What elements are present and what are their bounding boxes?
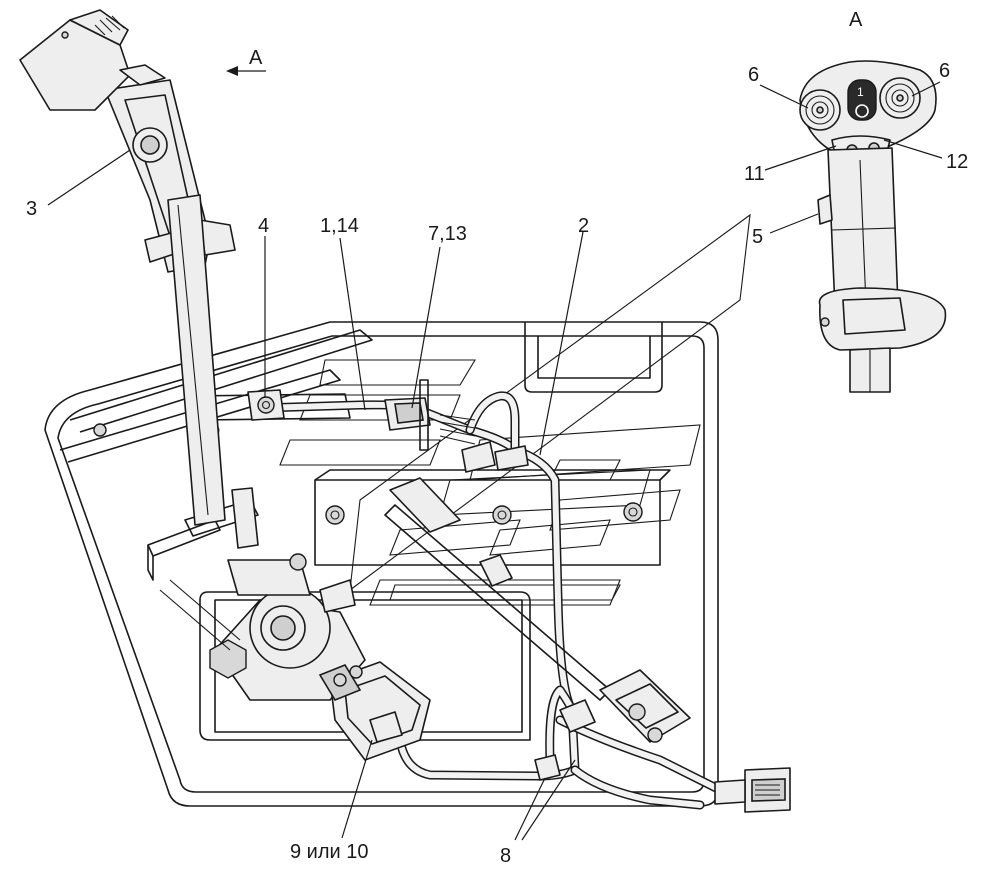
- end-plug: [714, 767, 791, 813]
- lever-bracket: [147, 499, 259, 651]
- distribution-block: [534, 669, 691, 781]
- callout-6-left: 6: [748, 64, 759, 86]
- callout-5: 5: [752, 226, 763, 248]
- cross-rod: [384, 477, 611, 701]
- callout-8: 8: [500, 845, 511, 867]
- view-arrow-label: A: [249, 47, 263, 69]
- leader-lines: [47, 81, 943, 841]
- base-plate: [44, 321, 719, 807]
- view-a-title: A: [849, 9, 863, 31]
- view-a-joystick: [799, 60, 947, 393]
- callout-labels: A A 3 4 1,14 7,13 2 6 6 11 12 5 9 или 10…: [26, 9, 968, 867]
- callout-7-13: 7,13: [428, 223, 467, 245]
- callout-2: 2: [578, 215, 589, 237]
- valve-9-10: [318, 661, 431, 761]
- callout-1-14: 1,14: [320, 215, 359, 237]
- callout-4: 4: [258, 215, 269, 237]
- small-fastener: [93, 423, 107, 437]
- connector-7-13: [384, 379, 529, 473]
- callout-6-right: 6: [939, 60, 950, 82]
- joystick-button-glyph: 1: [857, 85, 864, 99]
- callout-12: 12: [946, 151, 968, 173]
- callout-9-10: 9 или 10: [290, 841, 369, 863]
- lower-box: [199, 591, 531, 741]
- grommet-4: [247, 389, 285, 421]
- callout-11: 11: [744, 163, 765, 185]
- callout-3: 3: [26, 198, 37, 220]
- view-arrow-a: [226, 66, 266, 76]
- joystick-lever: [19, 9, 259, 549]
